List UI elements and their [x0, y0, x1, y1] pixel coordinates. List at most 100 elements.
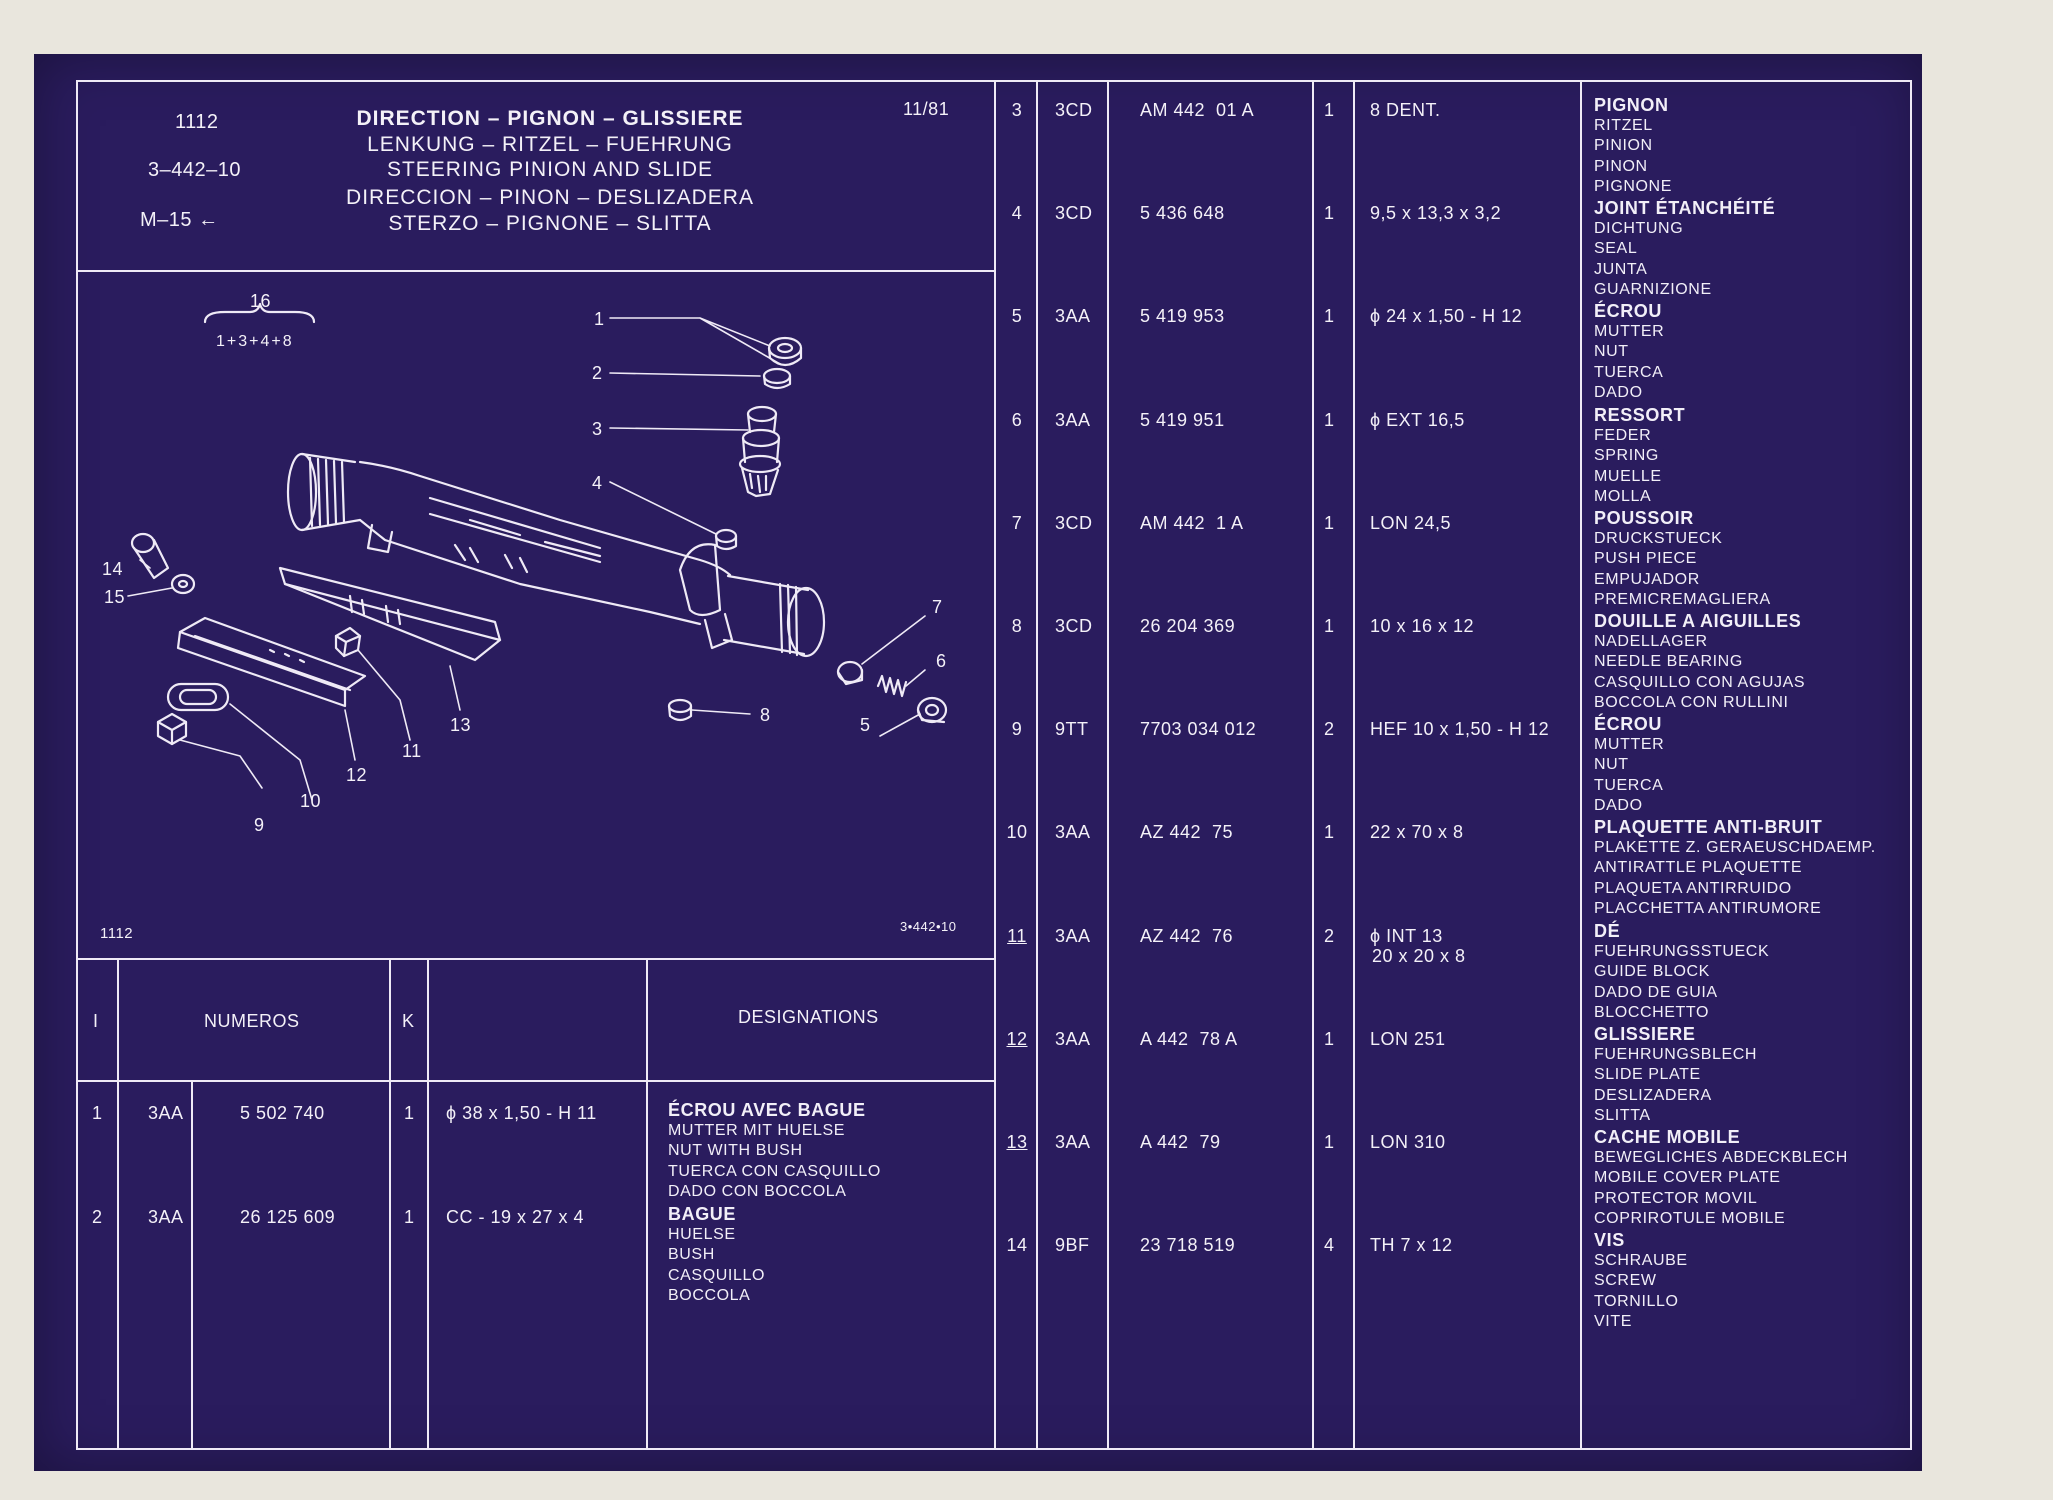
- designation-line: GLISSIERE: [1594, 1024, 1696, 1044]
- part-qty: 2: [1324, 926, 1335, 946]
- callout-10: 10: [300, 791, 322, 811]
- header-i: I: [93, 1011, 99, 1031]
- designation-line: SCREW: [1594, 1272, 1657, 1289]
- part-code: 3CD: [1055, 513, 1093, 533]
- designation-line: ÉCROU AVEC BAGUE: [668, 1100, 866, 1120]
- part-code: 3AA: [1055, 926, 1091, 946]
- col-line-2: [191, 1080, 193, 1450]
- part-dimension: ϕ 38 x 1,50 - H 11: [446, 1103, 597, 1123]
- col-line-3: [389, 958, 391, 1450]
- part-dimension: HEF 10 x 1,50 - H 12: [1370, 719, 1550, 739]
- callout-1: 1: [594, 309, 605, 329]
- designation-line: MOBILE COVER PLATE: [1594, 1169, 1781, 1186]
- part-qty: 1: [1324, 100, 1335, 120]
- part-dimension-2: 20 x 20 x 8: [1372, 946, 1466, 966]
- designation-line: PLAQUETTE ANTI-BRUIT: [1594, 817, 1823, 837]
- part-dimension: ϕ EXT 16,5: [1370, 410, 1465, 430]
- rcol-line-2: [1107, 80, 1109, 1450]
- table-header-line: [76, 1080, 994, 1082]
- header-designations: DESIGNATIONS: [738, 1007, 879, 1027]
- designation-line: RITZEL: [1594, 116, 1653, 134]
- designation-line: CASQUILLO CON AGUJAS: [1594, 673, 1806, 691]
- header-k: K: [402, 1011, 415, 1031]
- part-code: 3AA: [1055, 822, 1091, 842]
- callout-8: 8: [760, 705, 771, 725]
- part-number: 5: [1011, 306, 1023, 326]
- film-background: [34, 54, 1922, 1471]
- section-code: 1112: [175, 111, 219, 133]
- part-2-bush: [762, 367, 792, 390]
- title-it: STERZO – PIGNONE – SLITTA: [388, 212, 712, 235]
- part-number: 4: [1011, 203, 1023, 223]
- designation-line: DÉ: [1594, 921, 1621, 941]
- designation-line: PLACCHETTA ANTIRUMORE: [1594, 900, 1822, 917]
- part-number: 10: [1006, 822, 1028, 842]
- callout-5: 5: [860, 715, 871, 735]
- part-number: 3: [1011, 100, 1023, 120]
- designation-line: JOINT ÉTANCHÉITÉ: [1594, 198, 1776, 218]
- part-dimension: LON 251: [1370, 1029, 1446, 1049]
- designation-line: TUERCA: [1594, 363, 1664, 381]
- part-code: 9TT: [1055, 719, 1089, 739]
- title-fr: DIRECTION – PIGNON – GLISSIERE: [356, 107, 744, 130]
- diagram-footer-right: 3•442•10: [900, 919, 957, 934]
- designation-line: VIS: [1594, 1230, 1625, 1250]
- designation-line: BUSH: [668, 1246, 715, 1263]
- designation-line: DADO: [1594, 797, 1643, 814]
- designation-line: PIGNONE: [1594, 178, 1672, 195]
- group-formula: 1+3+4+8: [216, 333, 294, 350]
- callout-9: 9: [254, 815, 265, 835]
- part-9-nut: [156, 712, 188, 746]
- part-code: 9BF: [1055, 1235, 1090, 1255]
- model-ref: M–15 ←: [140, 209, 219, 231]
- part-qty: 2: [1324, 719, 1335, 739]
- designation-line: POUSSOIR: [1594, 508, 1694, 528]
- part-code: 3CD: [1055, 616, 1093, 636]
- designation-line: NUT: [1594, 756, 1629, 773]
- designation-line: MUTTER: [1594, 735, 1665, 753]
- title-es: DIRECCION – PINON – DESLIZADERA: [346, 186, 754, 209]
- designation-line: BOCCOLA CON RULLINI: [1594, 694, 1789, 711]
- designation-line: ÉCROU: [1594, 714, 1663, 734]
- designation-line: DADO CON BOCCOLA: [668, 1183, 847, 1200]
- designation-line: DADO DE GUIA: [1594, 983, 1718, 1001]
- part-qty: 1: [1324, 513, 1335, 533]
- callout-11: 11: [402, 741, 422, 761]
- designation-line: MUTTER: [1594, 322, 1665, 340]
- col-line-4: [427, 958, 429, 1450]
- part-ref: 23 718 519: [1140, 1235, 1236, 1255]
- part-code: 3AA: [1055, 1132, 1091, 1152]
- callout-14: 14: [102, 559, 124, 579]
- part-13-mobile-cover: [278, 566, 502, 662]
- part-10-antirattle-plaquette: [166, 682, 230, 712]
- designation-line: SEAL: [1594, 240, 1638, 257]
- designation-line: PINION: [1594, 137, 1653, 154]
- part-5-nut: [916, 696, 948, 724]
- steering-tube: [286, 452, 826, 658]
- part-number: 2: [92, 1207, 103, 1227]
- part-4-seal: [714, 528, 738, 551]
- part-number: 6: [1011, 410, 1023, 430]
- callout-13: 13: [450, 715, 472, 735]
- designation-line: PINON: [1594, 157, 1648, 175]
- designation-line: FUEHRUNGSSTUECK: [1594, 942, 1770, 960]
- part-ref: A 442 78 A: [1140, 1029, 1238, 1049]
- part-dimension: CC - 19 x 27 x 4: [446, 1207, 585, 1227]
- part-qty: 1: [1324, 410, 1335, 430]
- part-qty: 1: [1324, 1132, 1335, 1152]
- designation-line: FEDER: [1594, 426, 1652, 444]
- designation-line: BAGUE: [668, 1204, 737, 1224]
- designation-line: PREMICREMAGLIERA: [1594, 591, 1771, 608]
- designation-line: TORNILLO: [1594, 1292, 1679, 1310]
- part-code: 3AA: [1055, 410, 1091, 430]
- part-ref: 5 436 648: [1140, 203, 1225, 223]
- designation-line: NUT: [1594, 343, 1629, 360]
- part-ref: 26 125 609: [240, 1207, 336, 1227]
- part-qty: 1: [1324, 822, 1335, 842]
